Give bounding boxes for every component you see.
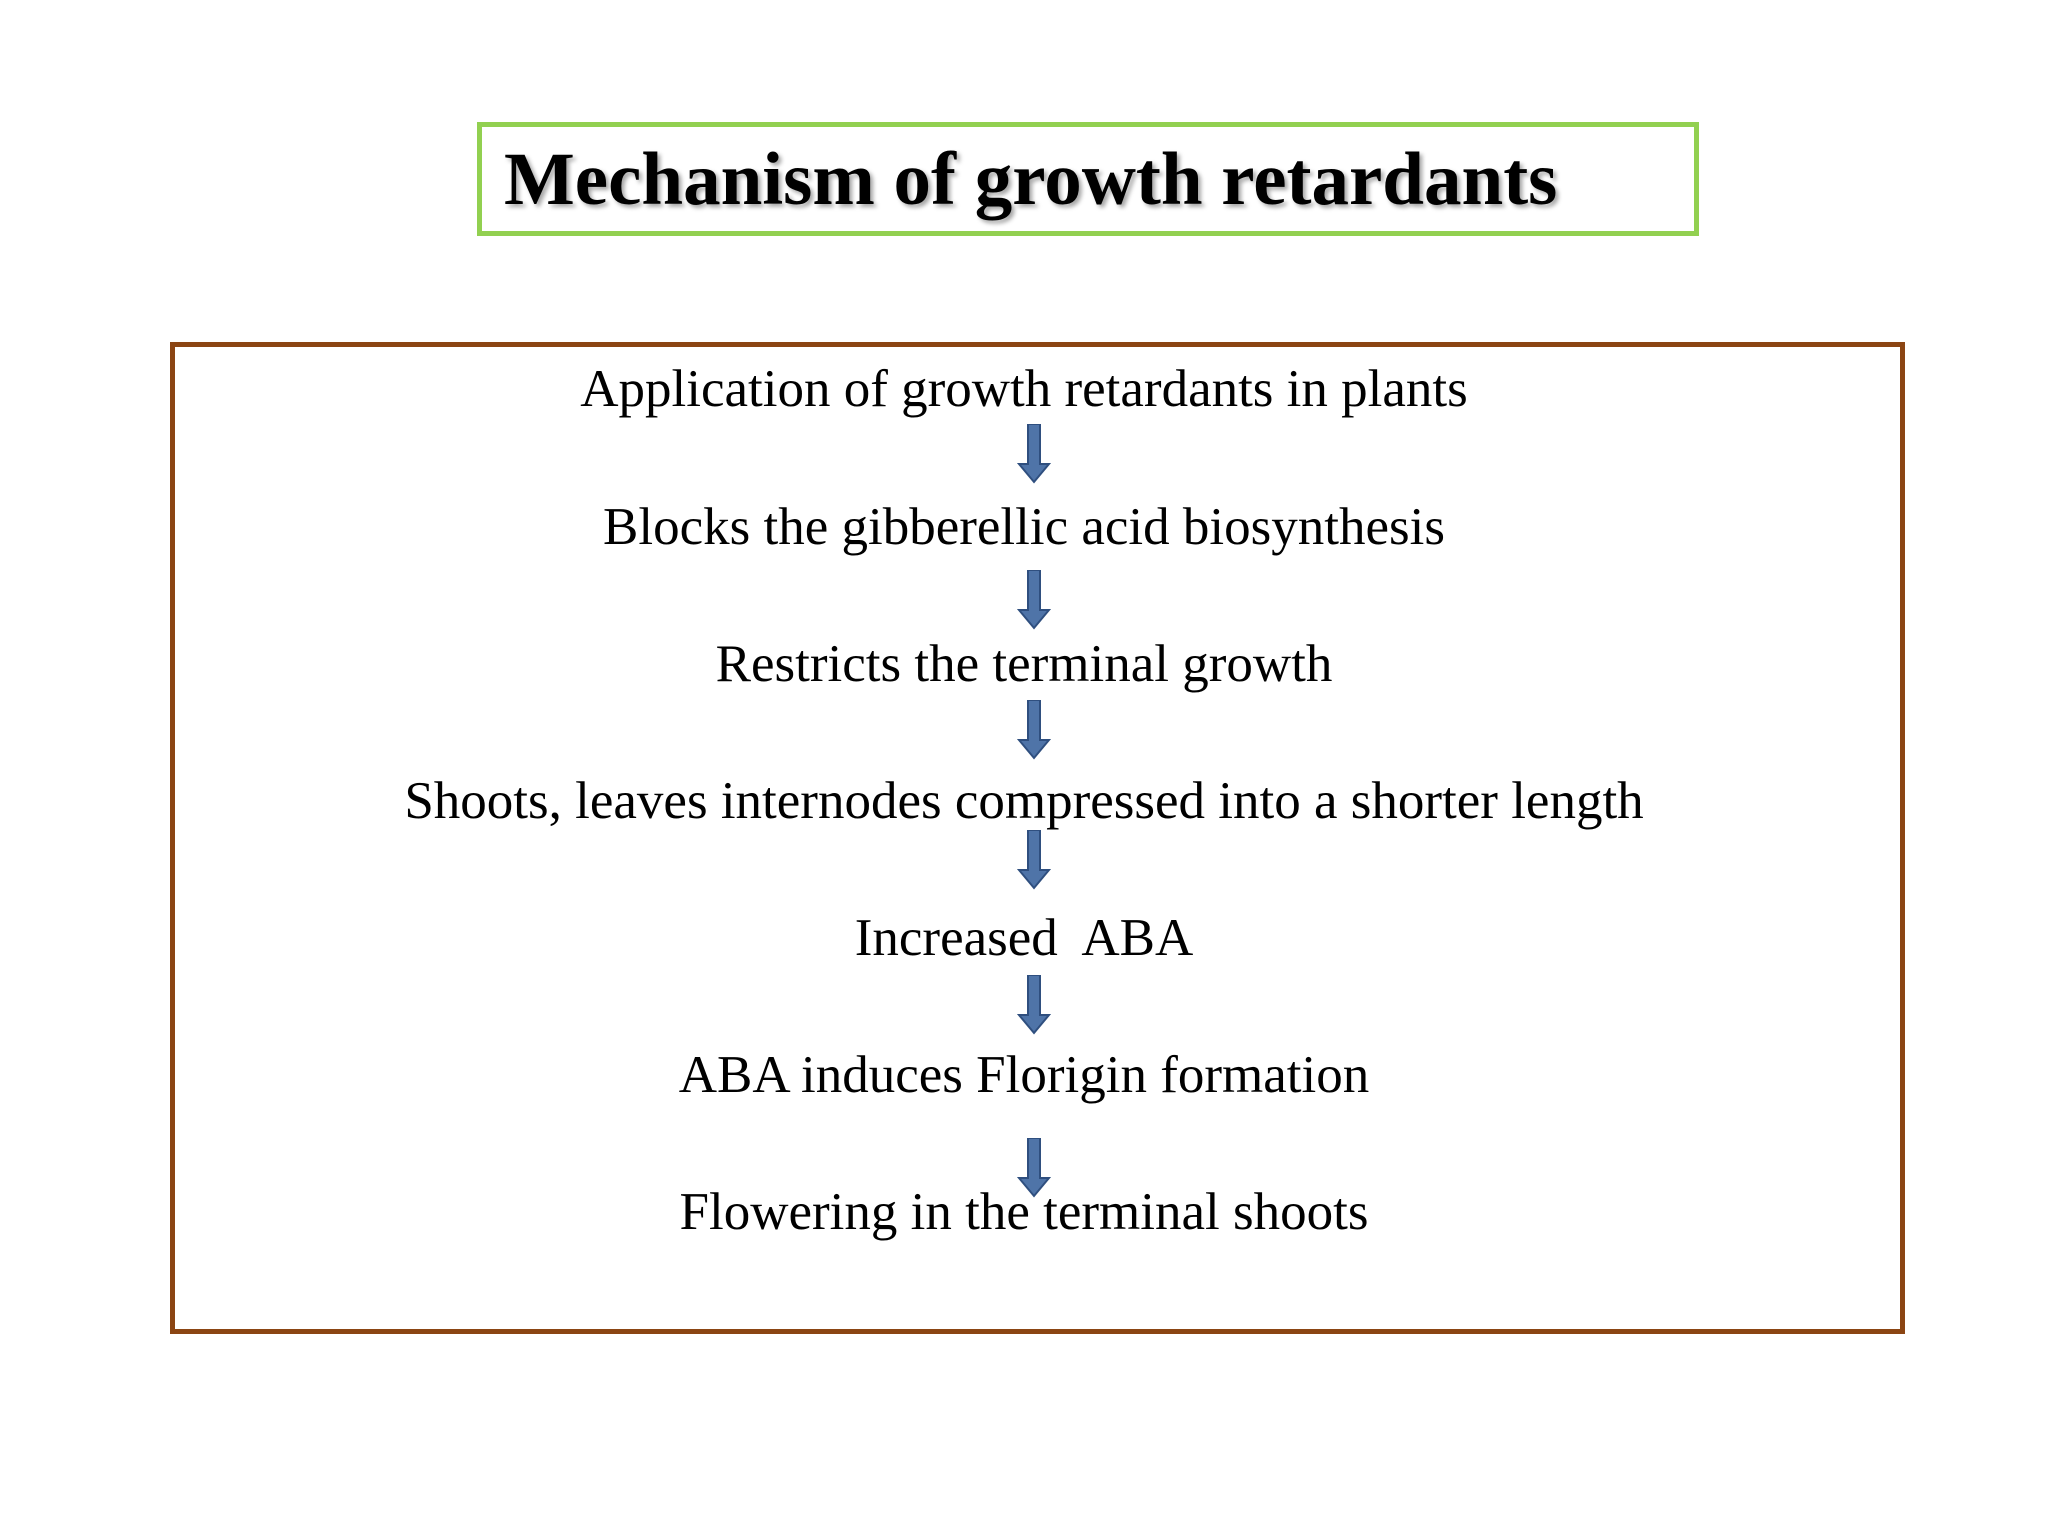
down-arrow-icon [1017,570,1051,630]
flow-step-flowering: Flowering in the terminal shoots [679,1183,1369,1241]
flow-step-restricts-growth: Restricts the terminal growth [715,635,1333,693]
down-arrow-icon [1017,975,1051,1035]
down-arrow-icon [1017,830,1051,890]
down-arrow-icon [1017,700,1051,760]
flow-step-application: Application of growth retardants in plan… [580,360,1468,418]
flow-step-florigin: ABA induces Florigin formation [678,1046,1370,1104]
page-title: Mechanism of growth retardants [504,137,1558,221]
flowchart-box [170,342,1905,1334]
title-box: Mechanism of growth retardants [477,122,1699,236]
down-arrow-icon [1017,1138,1051,1198]
flow-step-blocks-ga: Blocks the gibberellic acid biosynthesis [603,498,1445,556]
flow-step-compressed: Shoots, leaves internodes compressed int… [404,772,1644,830]
flow-step-increased-aba: Increased ABA [854,909,1194,967]
down-arrow-icon [1017,424,1051,484]
